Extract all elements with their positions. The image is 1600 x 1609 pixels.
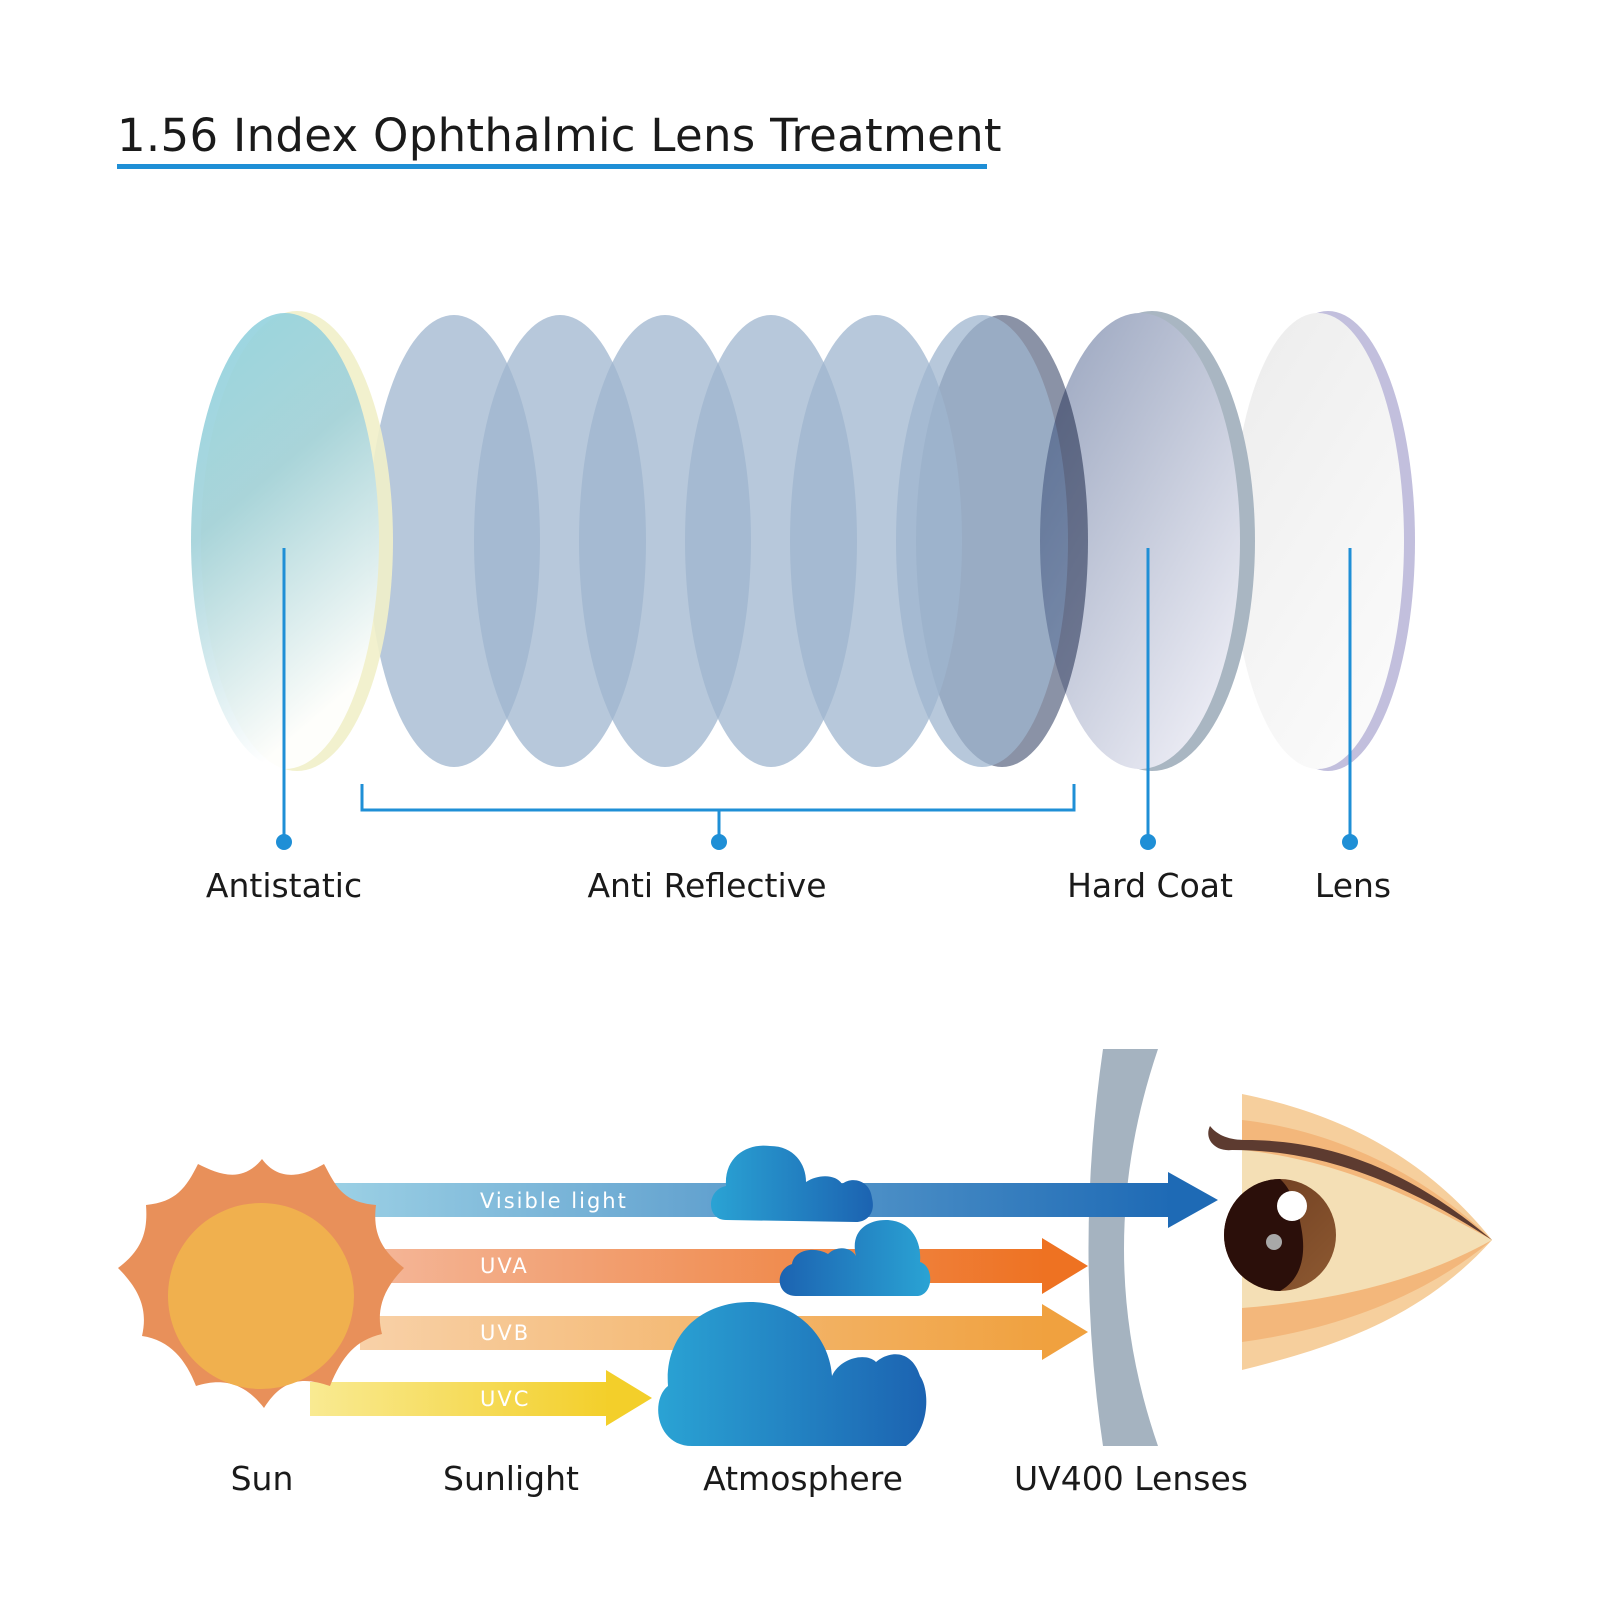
label-uv400-lenses: UV400 Lenses	[1014, 1459, 1248, 1498]
antistatic-layer	[191, 311, 393, 771]
label-anti-reflective: Anti Reflective	[587, 866, 826, 905]
label-lens: Lens	[1315, 866, 1391, 905]
eye-icon	[1208, 1094, 1492, 1370]
page-title: 1.56 Index Ophthalmic Lens Treatment	[117, 109, 1002, 162]
callout-anti-reflective	[360, 784, 1076, 850]
lens-layer	[1232, 311, 1415, 771]
callout-hard-coat	[1140, 548, 1156, 850]
callout-lens	[1342, 548, 1358, 850]
anti-reflective-stack	[368, 315, 1088, 767]
ray-label-uva: UVA	[480, 1254, 529, 1278]
sun-icon	[118, 1159, 404, 1408]
hard-coat-layer	[1040, 311, 1255, 771]
ray-uvc: UVC	[310, 1370, 652, 1426]
label-sunlight: Sunlight	[443, 1459, 579, 1498]
ray-label-uvc: UVC	[480, 1387, 530, 1411]
label-atmosphere: Atmosphere	[703, 1459, 903, 1498]
uv400-lens-shape	[1088, 1049, 1158, 1446]
label-hard-coat: Hard Coat	[1067, 866, 1233, 905]
cloud-icon	[779, 1220, 931, 1296]
label-sun: Sun	[231, 1459, 294, 1498]
ray-label-visible: Visible light	[480, 1189, 628, 1213]
cloud-icon	[658, 1302, 927, 1446]
cloud-icon	[711, 1145, 873, 1222]
title-underline	[117, 164, 987, 169]
label-antistatic: Antistatic	[206, 866, 362, 905]
ray-uva: UVA	[360, 1238, 1088, 1294]
ray-label-uvb: UVB	[480, 1321, 530, 1345]
callout-antistatic	[276, 548, 292, 850]
